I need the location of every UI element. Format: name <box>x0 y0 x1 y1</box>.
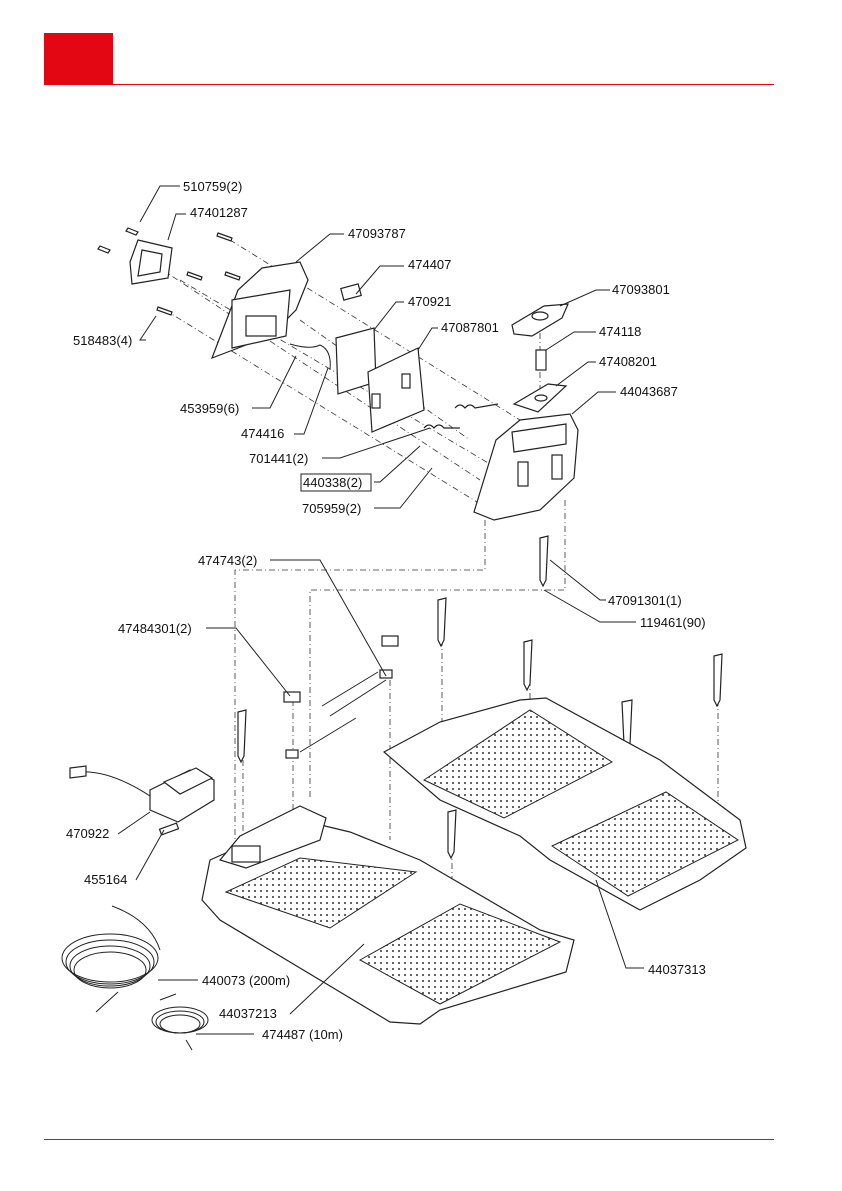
label-47484301: 47484301(2) <box>118 621 192 636</box>
label-44043687: 44043687 <box>620 384 678 399</box>
footer-rule <box>44 1139 774 1140</box>
label-47093801: 47093801 <box>612 282 670 297</box>
label-453959: 453959(6) <box>180 401 239 416</box>
label-455164: 455164 <box>84 872 127 887</box>
label-470922: 470922 <box>66 826 109 841</box>
leader-lines <box>117 185 644 1035</box>
label-705959: 705959(2) <box>302 501 361 516</box>
label-470921: 470921 <box>408 294 451 309</box>
connectors <box>283 635 399 759</box>
label-440073: 440073 (200m) <box>202 973 290 988</box>
label-47408201: 47408201 <box>599 354 657 369</box>
mounting-board <box>367 347 425 433</box>
highlight-box <box>300 473 372 492</box>
label-474743: 474743(2) <box>198 553 257 568</box>
label-701441: 701441(2) <box>249 451 308 466</box>
label-119461: 119461(90) <box>640 615 706 630</box>
label-47091301: 47091301(1) <box>608 593 682 608</box>
cable-coils <box>61 905 209 1051</box>
label-47087801: 47087801 <box>441 320 499 335</box>
label-44037213: 44037213 <box>219 1006 277 1021</box>
label-518483: 518483(4) <box>73 333 132 348</box>
header-rule <box>44 84 774 85</box>
label-440338: 440338(2) <box>303 475 362 490</box>
label-474118: 474118 <box>599 324 641 339</box>
label-44037313: 44037313 <box>648 962 706 977</box>
internal-cable <box>289 343 331 371</box>
label-474487: 474487 (10m) <box>262 1027 343 1042</box>
label-47093787: 47093787 <box>348 226 406 241</box>
screws-group <box>97 227 241 316</box>
springs <box>423 403 499 429</box>
label-510759: 510759(2) <box>183 179 242 194</box>
label-47401287: 47401287 <box>190 205 248 220</box>
label-474416: 474416 <box>241 426 284 441</box>
part-labels: 510759(2) 47401287 47093787 474407 47092… <box>66 179 706 1042</box>
label-474407: 474407 <box>408 257 451 272</box>
header-red-block <box>44 33 113 84</box>
lid-spring <box>535 349 547 371</box>
pegs <box>237 535 723 860</box>
